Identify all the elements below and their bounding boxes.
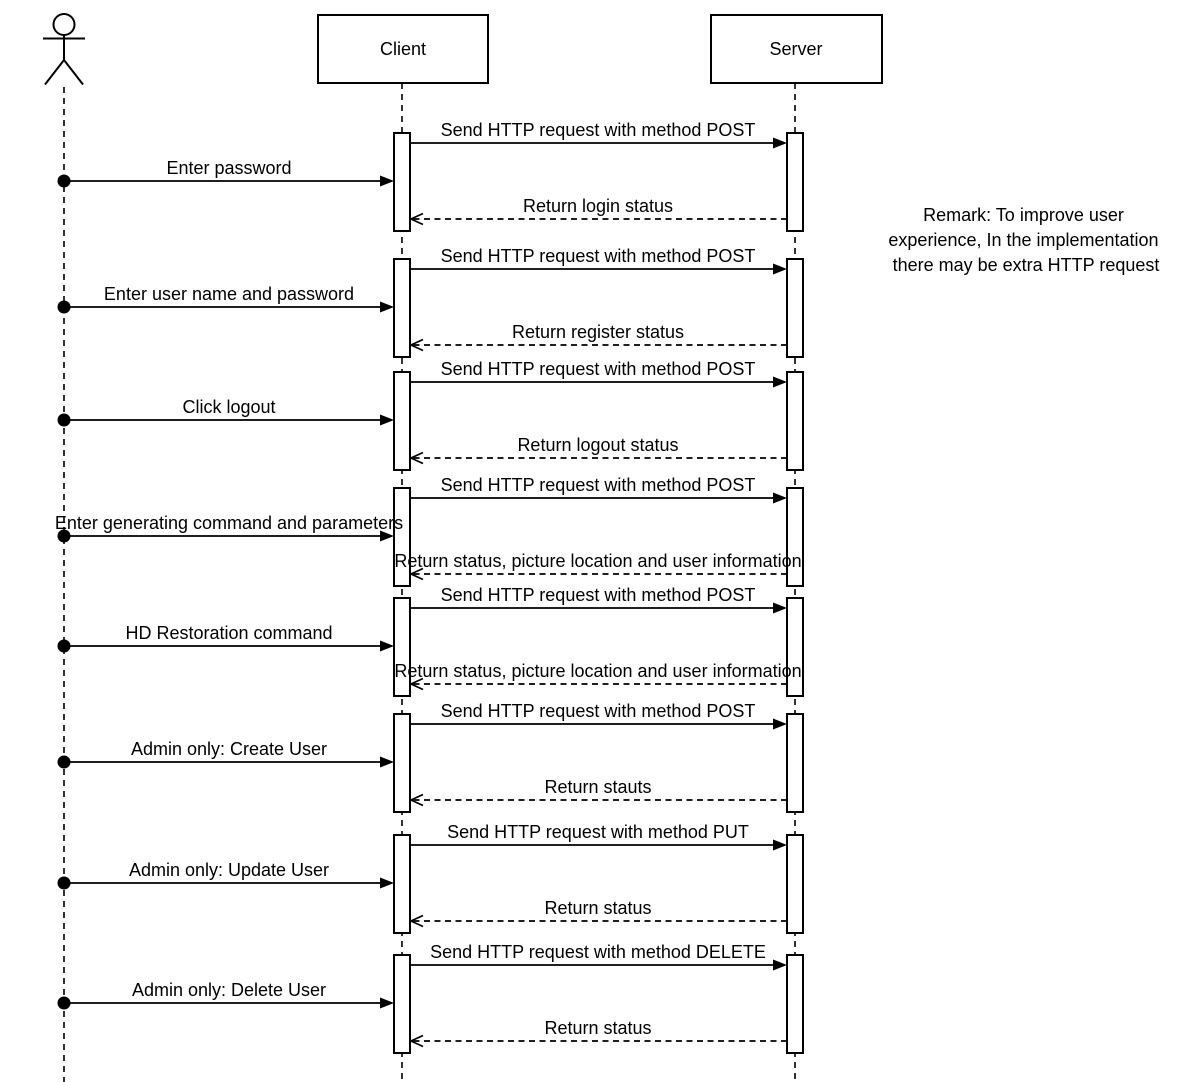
actor-message-arrowhead [380,175,394,187]
actor-message-label: Admin only: Delete User [132,980,326,1000]
client-activation-bar [393,487,411,587]
client-lifeline-head: Client [317,14,489,84]
request-arrowhead [773,718,787,730]
server-lifeline-head: Server [710,14,883,84]
actor-message-label: Enter password [166,158,291,178]
actor-message-label: Enter generating command and parameters [55,513,403,533]
response-arrowhead [408,793,424,807]
response-arrowhead [408,212,424,226]
response-arrowhead [408,677,424,691]
client-activation-bar [393,597,411,697]
interaction-row: Send HTTP request with method POST Admin … [57,701,804,813]
request-arrowhead [773,263,787,275]
client-activation-bar [393,258,411,358]
client-activation-bar [393,954,411,1054]
request-label: Send HTTP request with method POST [441,246,756,266]
request-label: Send HTTP request with method POST [441,120,756,140]
response-arrowhead [408,451,424,465]
interaction-row: Send HTTP request with method POST Enter … [55,475,804,587]
interaction-row: Send HTTP request with method DELETE Admi… [57,942,804,1054]
response-label: Return logout status [517,435,678,455]
response-label: Return status, picture location and user… [394,551,801,571]
interaction-row: Send HTTP request with method POST Enter … [57,120,804,232]
server-activation-bar [786,954,804,1054]
remark-line: there may be extra HTTP request [893,255,1160,275]
request-label: Send HTTP request with method POST [441,701,756,721]
server-activation-bar [786,132,804,232]
request-label: Send HTTP request with method DELETE [430,942,766,962]
server-activation-bar [786,371,804,471]
request-arrowhead [773,137,787,149]
actor-message-arrowhead [380,301,394,313]
actor-message-arrowhead [380,997,394,1009]
actor-message-arrowhead [380,530,394,542]
remark-line: Remark: To improve user [923,205,1124,225]
actor-message-arrowhead [380,414,394,426]
response-label: Return stauts [544,777,651,797]
response-arrowhead [408,567,424,581]
request-arrowhead [773,602,787,614]
request-arrowhead [773,376,787,388]
remark-line: experience, In the implementation [888,230,1158,250]
actor-message-arrowhead [380,756,394,768]
request-arrowhead [773,839,787,851]
server-activation-bar [786,713,804,813]
client-box [317,14,489,84]
remark-note: Remark: To improve user experience, In t… [888,205,1163,275]
actor-right-leg [63,59,84,86]
actor-message-label: HD Restoration command [125,623,332,643]
request-arrowhead [773,959,787,971]
server-activation-bar [786,834,804,934]
server-activation-bar [786,597,804,697]
server-activation-bar [786,258,804,358]
actor-message-arrowhead [380,640,394,652]
server-box [710,14,883,84]
response-label: Return status [544,898,651,918]
request-label: Send HTTP request with method PUT [447,822,749,842]
request-label: Send HTTP request with method POST [441,475,756,495]
interaction-rows: Send HTTP request with method POST Enter … [55,120,804,1054]
client-activation-bar [393,713,411,813]
client-label: Client [380,39,426,59]
response-label: Return status, picture location and user… [394,661,801,681]
client-activation-bar [393,834,411,934]
user-actor-icon [43,13,85,86]
actor-left-leg [44,59,65,86]
request-arrowhead [773,492,787,504]
request-label: Send HTTP request with method POST [441,585,756,605]
client-activation-bar [393,371,411,471]
actor-message-label: Admin only: Create User [131,739,327,759]
actor-message-label: Admin only: Update User [129,860,329,880]
actor-message-label: Click logout [182,397,275,417]
response-label: Return register status [512,322,684,342]
interaction-row: Send HTTP request with method POST Click … [57,359,804,471]
response-label: Return status [544,1018,651,1038]
response-label: Return login status [523,196,673,216]
server-activation-bar [786,487,804,587]
response-arrowhead [408,914,424,928]
server-label: Server [769,39,822,59]
actor-message-label: Enter user name and password [104,284,354,304]
request-label: Send HTTP request with method POST [441,359,756,379]
response-arrowhead [408,338,424,352]
interaction-row: Send HTTP request with method POST HD Res… [57,585,804,697]
response-arrowhead [408,1034,424,1048]
interaction-row: Send HTTP request with method POST Enter … [57,246,804,358]
actor-message-arrowhead [380,877,394,889]
actor-head [52,13,76,36]
client-activation-bar [393,132,411,232]
interaction-row: Send HTTP request with method PUT Admin o… [57,822,804,934]
